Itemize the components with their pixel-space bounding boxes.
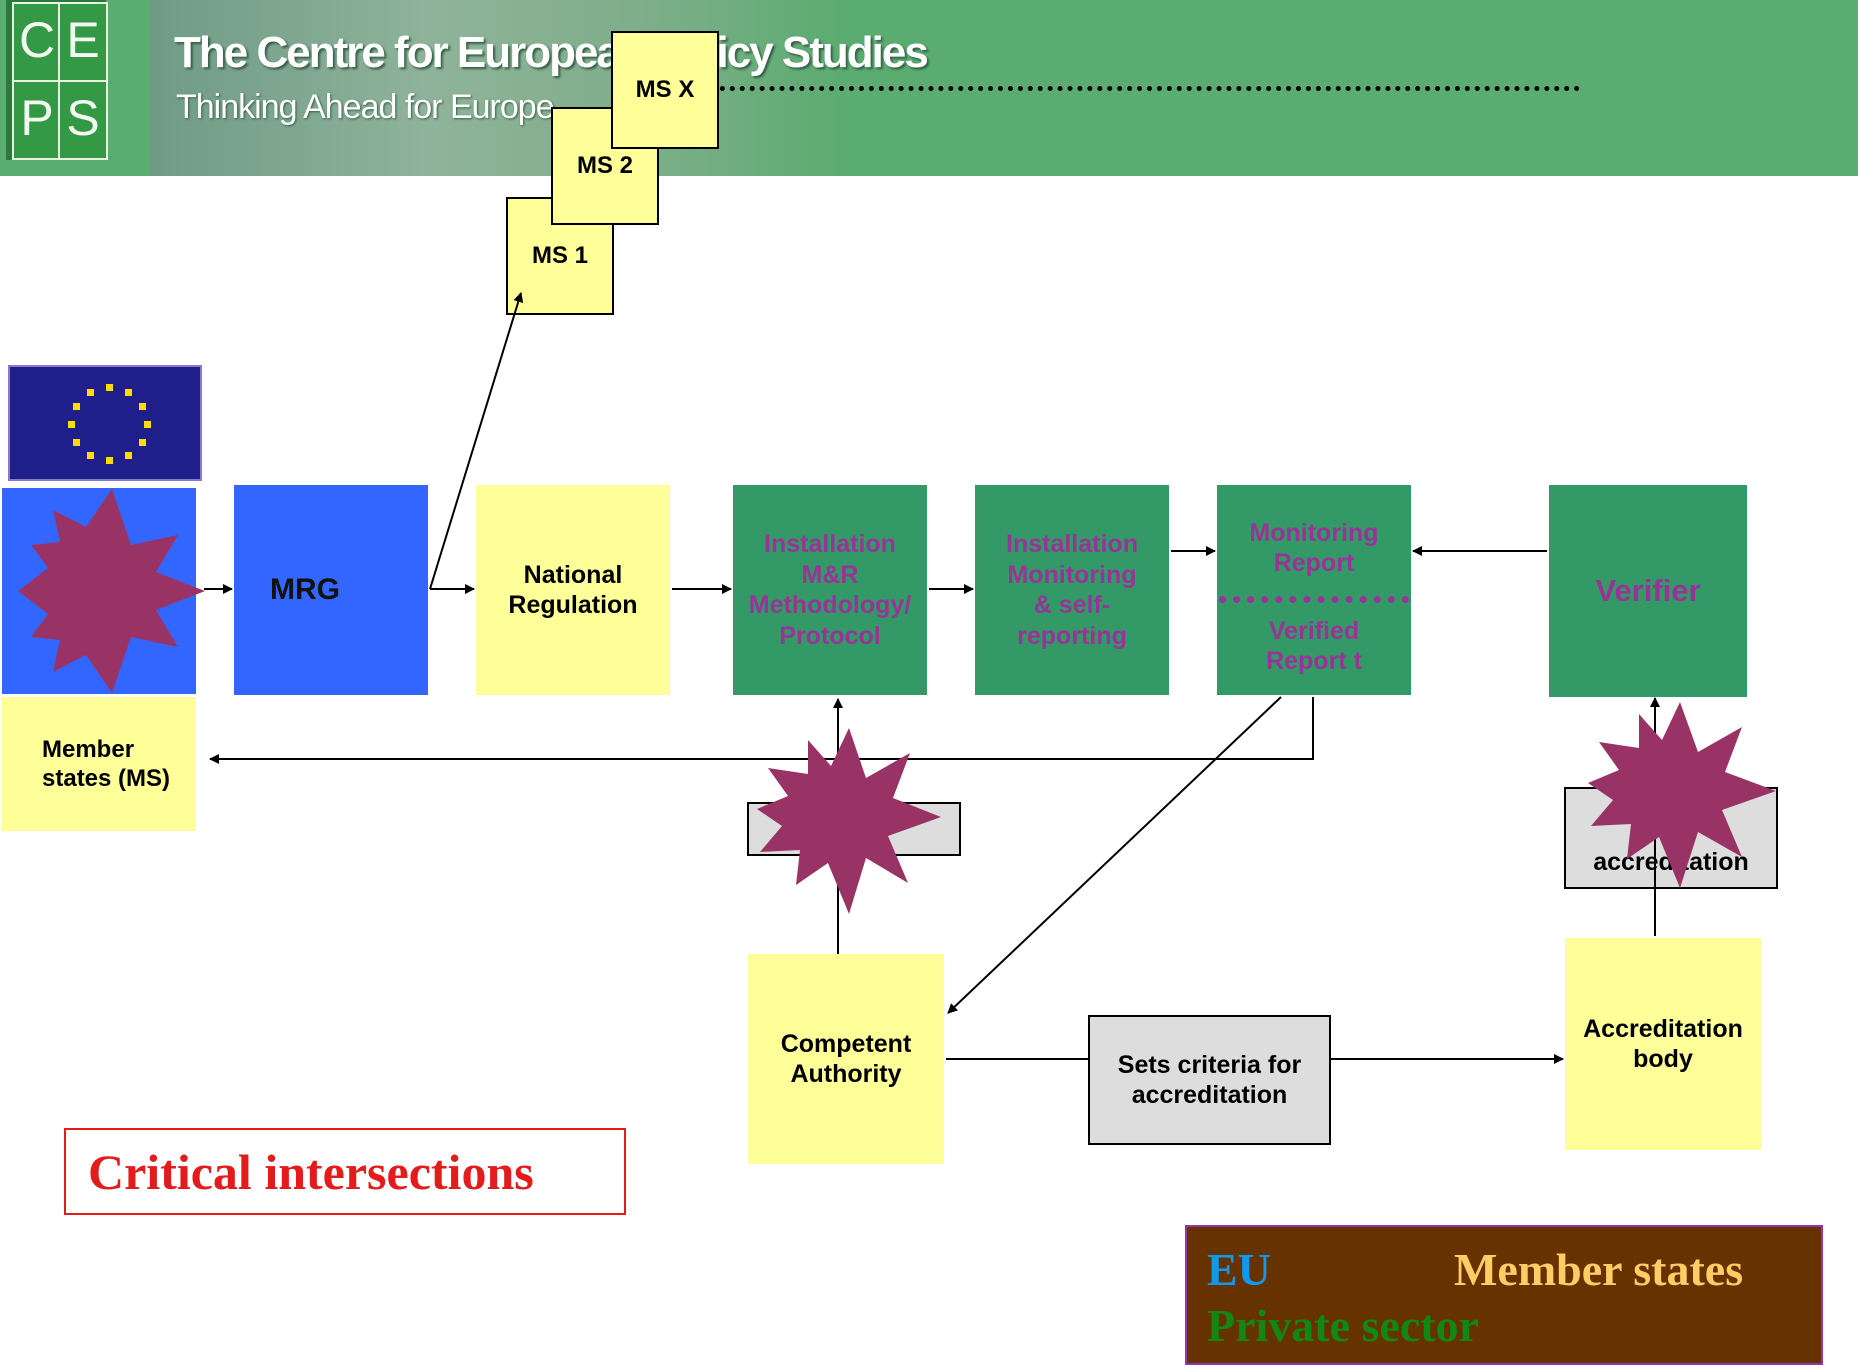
ms-x-box: MS X [611,31,719,149]
competent-authority-box: Competent Authority [748,954,944,1164]
national-regulation-box: National Regulation [476,485,670,695]
installation-methodology-box: Installation M&R Methodology/ Protocol [733,485,927,695]
arrow-report-to-member-states [209,697,1314,764]
critical-intersections-label: Critical intersections [64,1128,626,1215]
legend-member-states: Member states [1454,1244,1744,1295]
sets-criteria-box: Sets criteria for accreditation [1088,1015,1331,1145]
legend-eu: EU [1207,1244,1271,1295]
eu-stars-circle-icon [68,384,151,464]
dotted-separator [700,86,1580,91]
critical-star-eu [18,489,205,693]
arrow-report-to-ca [947,696,1282,1014]
verifier-box: Verifier [1549,485,1747,697]
report-divider [1219,596,1409,603]
banner-title: The Centre for European Policy Studies [174,28,929,77]
ms-2-box: MS 2 [551,107,659,225]
member-states-box: Member states (MS) [2,697,196,831]
banner-subtitle: Thinking Ahead for Europe [176,88,555,126]
logo-letter-s: S [58,80,108,160]
critical-star-accreditation [1588,702,1776,888]
critical-star-competent-authority [757,728,941,914]
mrg-box: MRG [234,485,428,695]
verified-report-label: Verified Report t [1266,616,1362,676]
monitoring-report-box: Monitoring Report Verified Report t [1217,485,1411,695]
ceps-logo: C E P S [6,0,108,160]
monitoring-report-label: Monitoring Report [1249,518,1379,578]
legend: EU Member states Private sector [1185,1225,1823,1365]
installation-monitoring-box: Installation Monitoring & self- reportin… [975,485,1169,695]
arrow-mrg-to-ms1 [429,292,524,590]
accreditation-body-box: Accreditation body [1565,938,1761,1150]
logo-letter-p: P [12,80,62,160]
legend-private-sector: Private sector [1207,1300,1480,1351]
eu-flag [8,365,202,481]
